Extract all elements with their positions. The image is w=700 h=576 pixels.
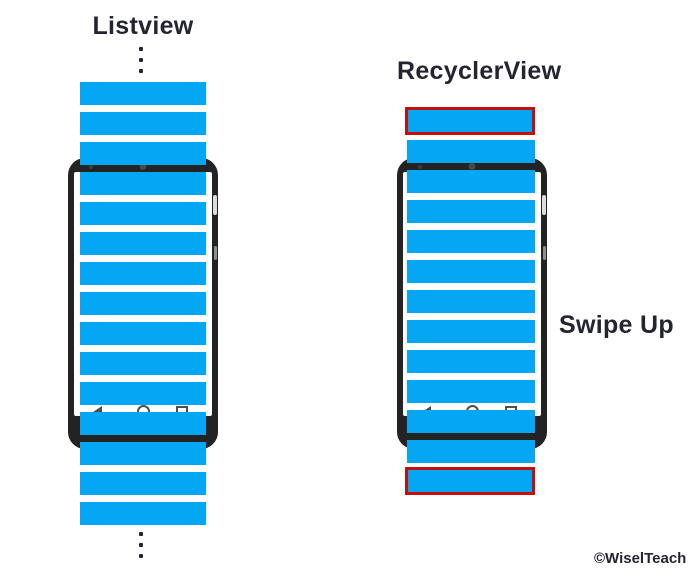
list-item <box>80 472 206 495</box>
list-item <box>80 382 206 405</box>
list-item <box>407 290 535 313</box>
sensor-dot-icon <box>89 165 93 169</box>
power-button <box>542 195 546 215</box>
list-item <box>80 352 206 375</box>
list-item <box>407 230 535 253</box>
list-item <box>80 502 206 525</box>
recycled-list-item <box>405 467 535 495</box>
recycled-list-item <box>405 107 535 135</box>
camera-icon <box>468 163 476 170</box>
swipe-up-label: Swipe Up <box>559 311 674 339</box>
list-item <box>80 202 206 225</box>
camera-icon <box>139 163 147 170</box>
list-item <box>80 172 206 195</box>
list-item <box>80 142 206 165</box>
list-item <box>80 412 206 435</box>
ellipsis-dot <box>139 58 143 62</box>
volume-button <box>543 246 546 260</box>
recyclerview-title: RecyclerView <box>397 57 562 85</box>
list-item <box>80 322 206 345</box>
listview-items <box>80 82 206 525</box>
ellipsis-dot <box>139 69 143 73</box>
listview-title: Listview <box>92 12 194 40</box>
list-item <box>407 440 535 463</box>
list-item <box>80 442 206 465</box>
listview-ellipsis-top <box>139 47 143 80</box>
list-item <box>80 232 206 255</box>
list-item <box>80 112 206 135</box>
list-item <box>407 260 535 283</box>
ellipsis-dot <box>139 554 143 558</box>
recyclerview-items <box>405 107 535 496</box>
power-button <box>213 195 217 215</box>
listview-ellipsis-bottom <box>139 532 143 565</box>
list-item <box>80 292 206 315</box>
list-item <box>80 82 206 105</box>
sensor-dot-icon <box>418 165 422 169</box>
list-item <box>407 200 535 223</box>
ellipsis-dot <box>139 532 143 536</box>
volume-button <box>214 246 217 260</box>
list-item <box>407 380 535 403</box>
list-item <box>407 320 535 343</box>
watermark: ©WiselTeach <box>594 550 687 567</box>
list-item <box>407 170 535 193</box>
list-item <box>407 140 535 163</box>
ellipsis-dot <box>139 47 143 51</box>
ellipsis-dot <box>139 543 143 547</box>
list-item <box>407 410 535 433</box>
list-item <box>407 350 535 373</box>
list-item <box>80 262 206 285</box>
